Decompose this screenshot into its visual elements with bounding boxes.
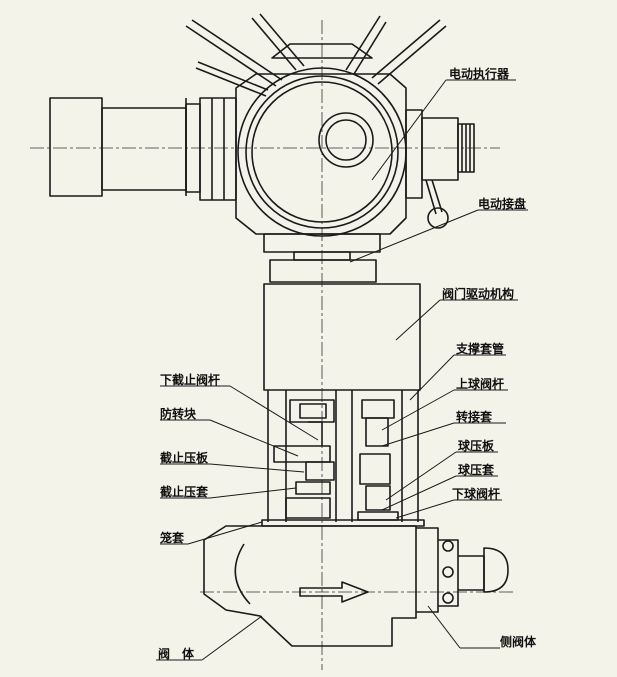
motor xyxy=(49,97,237,201)
label-upper-ball-stem: 上球阀杆 xyxy=(456,377,505,391)
actuator-body xyxy=(235,67,407,253)
handwheel-spokes xyxy=(185,13,447,97)
label-anti-rotation-block: 防转块 xyxy=(160,407,197,421)
drive-mechanism xyxy=(263,283,421,391)
label-cage: 笼套 xyxy=(160,531,185,545)
right-knob-assembly xyxy=(405,109,475,229)
label-ball-press-plate: 球压板 xyxy=(458,439,495,453)
support-sleeve xyxy=(261,390,425,527)
label-valve-drive: 阀门驱动机构 xyxy=(442,287,515,301)
label-actuator: 电动执行器 xyxy=(449,67,510,81)
coupling-plate xyxy=(269,251,377,283)
leader-lines xyxy=(156,79,528,661)
label-lower-ball-stem: 下球阀杆 xyxy=(452,487,501,501)
label-connect-sleeve: 转接套 xyxy=(456,410,493,424)
valve-body xyxy=(203,525,509,647)
label-coupling-plate: 电动接盘 xyxy=(478,197,527,211)
label-stop-press-plate: 截止压板 xyxy=(160,451,209,465)
label-lower-stop-stem: 下截止阀杆 xyxy=(160,373,221,387)
label-stop-press-sleeve: 截止压套 xyxy=(160,485,209,499)
label-ball-press-sleeve: 球压套 xyxy=(458,463,495,477)
label-support-sleeve: 支撑套管 xyxy=(456,342,505,356)
label-valve-body: 阀 体 xyxy=(158,647,195,661)
label-side-valve-body: 侧阀体 xyxy=(500,635,537,649)
